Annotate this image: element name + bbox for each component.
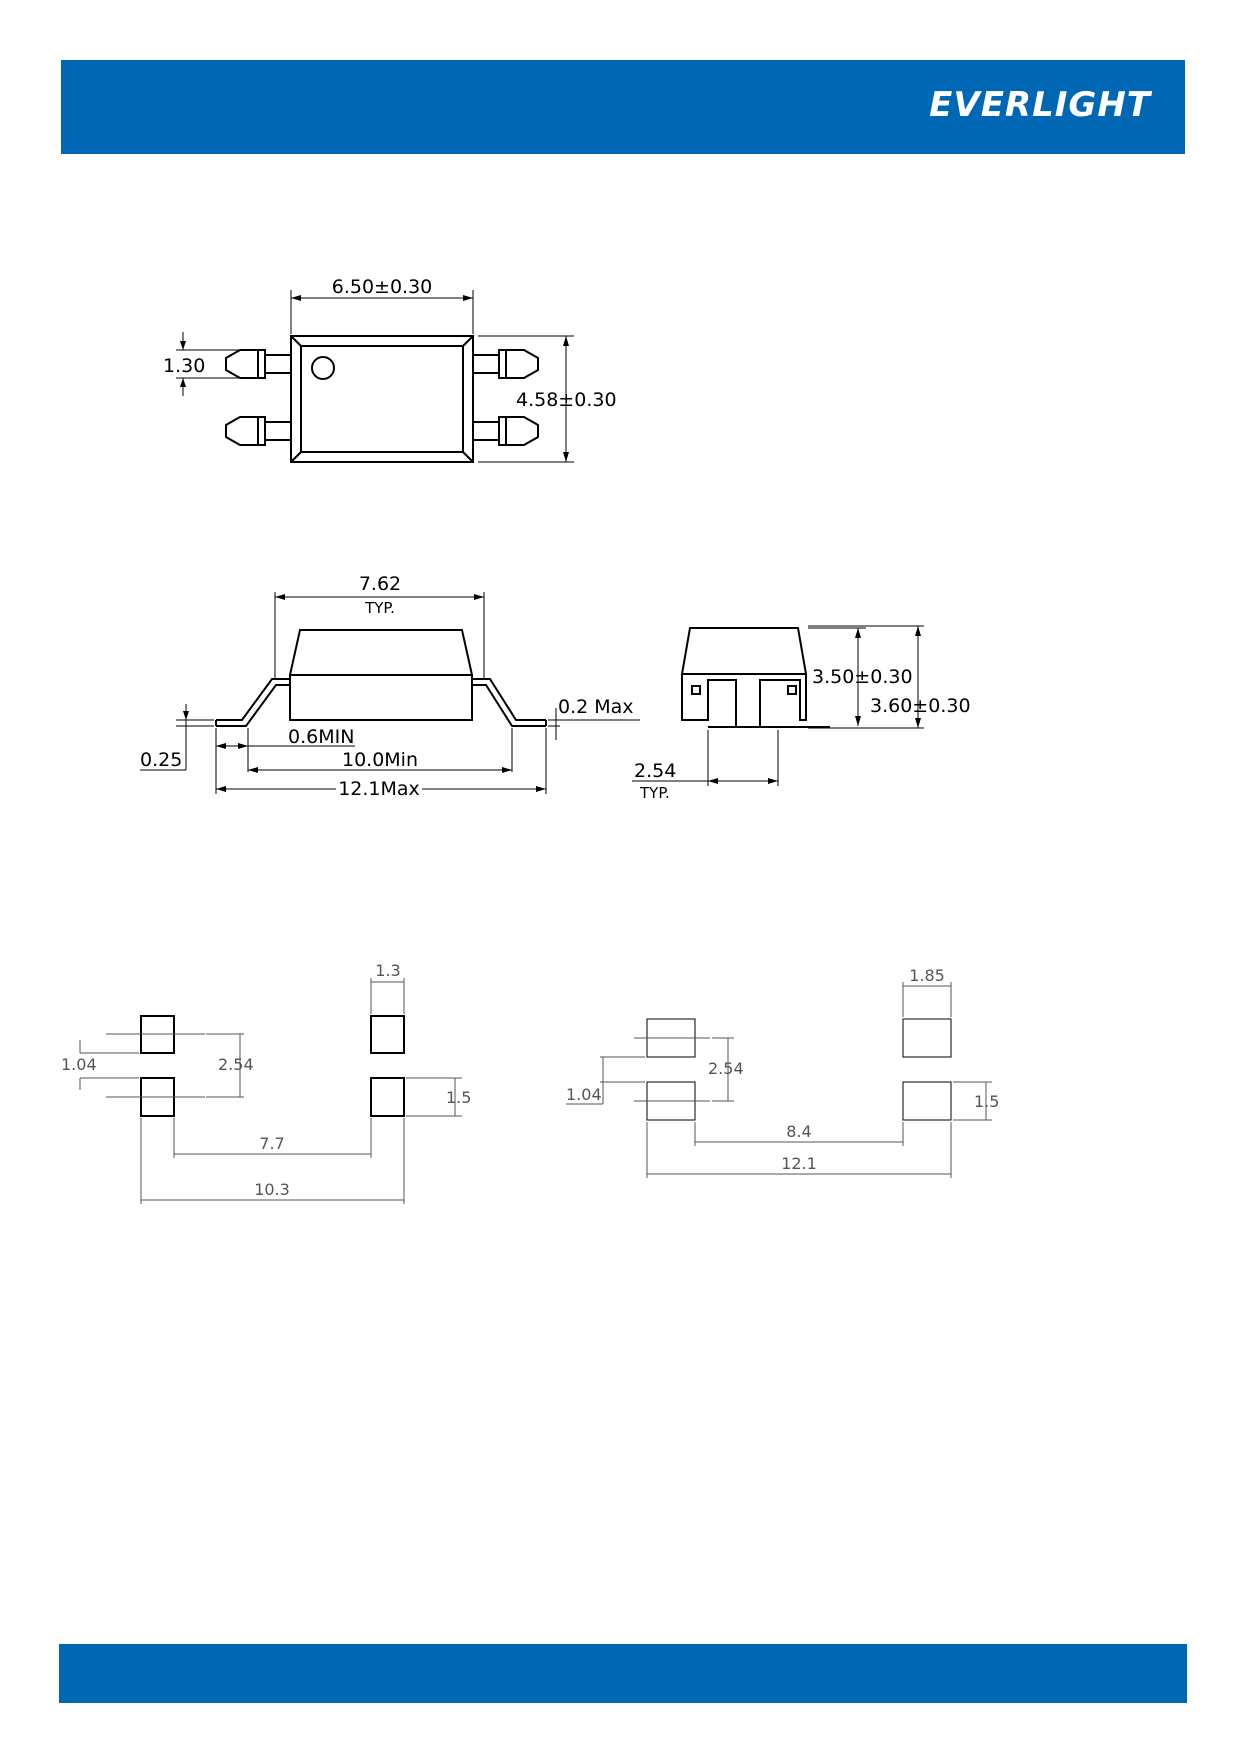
- end-body-height-dim: 3.50±0.30: [812, 666, 913, 688]
- fa-pad-height: 1.5: [446, 1088, 471, 1107]
- side-span-dim: 7.62: [359, 573, 401, 595]
- foot-min-dim: 0.6MIN: [288, 726, 354, 748]
- footprint-b: 1.85 2.54 1.04 1.5 8.4 12.1: [566, 966, 999, 1178]
- end-body-bottom: [681, 674, 807, 728]
- pin1-marker: [311, 356, 335, 380]
- fb-inner-span: 8.4: [786, 1122, 811, 1141]
- end-body-top: [680, 627, 808, 675]
- everlight-logo: EVERLIGHT: [929, 85, 1151, 125]
- body-outline: [290, 335, 474, 463]
- fb-pad-gap: 1.04: [566, 1085, 602, 1104]
- fb-pitch: 2.54: [708, 1059, 744, 1078]
- standoff-dim: 0.25: [140, 749, 182, 771]
- top-pitch-dim: 1.30: [163, 355, 205, 377]
- pad: [370, 1015, 405, 1054]
- end-total-height-dim: 3.60±0.30: [870, 695, 971, 717]
- fa-inner-span: 7.7: [259, 1134, 284, 1153]
- lead-thickness-dim: 0.2 Max: [558, 696, 634, 718]
- right-leads: [473, 349, 539, 446]
- top-width-dim: 6.50±0.30: [332, 276, 433, 298]
- body-inner-outline: [300, 345, 464, 453]
- side-span-note: TYP.: [364, 599, 395, 617]
- header-band: EVERLIGHT: [61, 60, 1185, 154]
- left-leads: [225, 349, 291, 446]
- top-view: 6.50±0.30 1.30 4.58±0.30: [163, 276, 617, 463]
- end-view: 3.50±0.30 3.60±0.30 2.54 TYP.: [632, 625, 971, 802]
- fa-pad-gap: 1.04: [61, 1055, 97, 1074]
- end-pitch-dim: 2.54: [634, 760, 676, 782]
- footer-band: [59, 1644, 1187, 1703]
- fb-outer-span: 12.1: [781, 1154, 817, 1173]
- inner-span-dim: 10.0Min: [342, 749, 418, 771]
- fb-pad-height: 1.5: [974, 1092, 999, 1111]
- overall-span-dim: 12.1Max: [338, 778, 420, 800]
- end-pitch-note: TYP.: [639, 784, 670, 802]
- side-view: 7.62 TYP. 0.2 Max 0.25 0.6MIN 10.0Min: [140, 573, 640, 800]
- top-height-dim: 4.58±0.30: [516, 389, 617, 411]
- fa-pitch: 2.54: [218, 1055, 254, 1074]
- footprint-a: 1.3 1.04 2.54 1.5 7.7 10.3: [61, 961, 471, 1204]
- gull-wing-leads: [216, 678, 546, 721]
- pad: [902, 1018, 952, 1058]
- fa-outer-span: 10.3: [254, 1180, 290, 1199]
- pad: [902, 1081, 952, 1121]
- fb-pad-width: 1.85: [909, 966, 945, 985]
- pad: [370, 1077, 405, 1117]
- fa-pad-width: 1.3: [375, 961, 400, 980]
